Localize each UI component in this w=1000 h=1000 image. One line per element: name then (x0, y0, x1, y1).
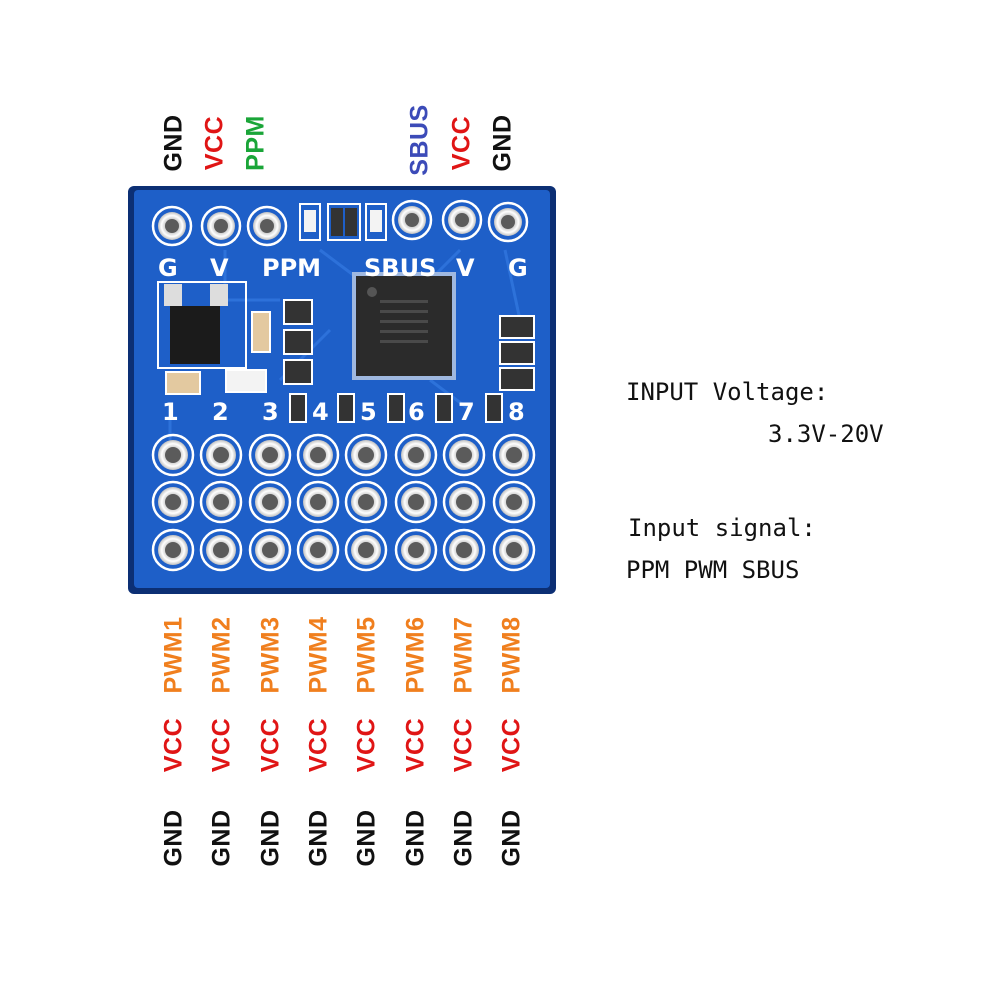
pin-hole (213, 447, 229, 463)
pin-pad-outline (394, 433, 438, 477)
pin-pad-outline (296, 528, 340, 572)
bottom-label-vcc2: VCC (207, 717, 236, 773)
pin-pad-outline (248, 528, 292, 572)
silk-channel-4: 4 (312, 398, 329, 426)
pin-pad-outline (394, 480, 438, 524)
pin-hole (358, 447, 374, 463)
pin-pad-outline (442, 433, 486, 477)
bottom-label-pwm6: PWM6 (401, 616, 430, 694)
silk-channel-3: 3 (262, 398, 279, 426)
pin-pad-outline (296, 433, 340, 477)
pin-hole (262, 494, 278, 510)
pin-hole (262, 447, 278, 463)
bottom-label-vcc7: VCC (449, 717, 478, 773)
pin-pad-outline (296, 480, 340, 524)
pin-hole (408, 447, 424, 463)
bottom-label-gnd3: GND (256, 809, 285, 867)
pin-pad-outline (344, 433, 388, 477)
input-signal-label: Input signal: (628, 514, 816, 542)
bottom-label-vcc3: VCC (256, 717, 285, 773)
silk-ppm: PPM (262, 254, 322, 282)
bottom-label-gnd2: GND (207, 809, 236, 867)
pin-pad-outline (199, 480, 243, 524)
pin-pad-outline (248, 433, 292, 477)
bottom-label-vcc4: VCC (304, 717, 333, 773)
pin-pad-outline (442, 480, 486, 524)
bottom-label-gnd7: GND (449, 809, 478, 867)
pin-pad-outline (394, 528, 438, 572)
pin-pad-outline (442, 528, 486, 572)
bottom-label-pwm5: PWM5 (352, 616, 381, 694)
pin-pad-outline (492, 433, 536, 477)
bottom-label-gnd5: GND (352, 809, 381, 867)
pin-hole (165, 447, 181, 463)
silk-channel-6: 6 (408, 398, 425, 426)
pin-pad-outline (151, 480, 195, 524)
bottom-label-vcc1: VCC (159, 717, 188, 773)
voltage-regulator (157, 281, 247, 369)
pin-pad-outline (151, 528, 195, 572)
silk-v-left: V (210, 254, 229, 282)
mcu-chip (352, 272, 456, 380)
top-pads (151, 199, 529, 247)
bottom-label-gnd1: GND (159, 809, 188, 867)
pin-hole (358, 542, 374, 558)
pin-hole (310, 542, 326, 558)
pin-pad-outline (151, 433, 195, 477)
input-voltage-label: INPUT Voltage: (626, 378, 829, 406)
pin-hole (213, 494, 229, 510)
silk-channel-5: 5 (360, 398, 377, 426)
bottom-label-gnd4: GND (304, 809, 333, 867)
pin-hole (408, 542, 424, 558)
bottom-label-pwm4: PWM4 (304, 616, 333, 694)
pin-hole (213, 542, 229, 558)
pin-header-grid (151, 433, 536, 572)
bottom-label-pwm2: PWM2 (207, 616, 236, 694)
pin-hole (310, 494, 326, 510)
silk-channel-7: 7 (458, 398, 475, 426)
bottom-label-pwm8: PWM8 (497, 616, 526, 694)
silk-channel-8: 8 (508, 398, 525, 426)
input-signal-value: PPM PWM SBUS (626, 556, 800, 584)
passive-components (165, 299, 535, 423)
pin-hole (456, 494, 472, 510)
pin-hole (506, 494, 522, 510)
bottom-label-vcc6: VCC (401, 717, 430, 773)
silk-sbus: SBUS (364, 254, 437, 282)
bottom-label-gnd6: GND (401, 809, 430, 867)
pin-pad-outline (344, 480, 388, 524)
pin-pad-outline (344, 528, 388, 572)
pin-pad-outline (199, 433, 243, 477)
pin-hole (408, 494, 424, 510)
pin-pad-outline (248, 480, 292, 524)
pin-pad-outline (199, 528, 243, 572)
pin-hole (262, 542, 278, 558)
bottom-label-pwm1: PWM1 (159, 616, 188, 694)
bottom-label-vcc8: VCC (497, 717, 526, 773)
silk-g-right: G (508, 254, 528, 282)
pin-pad-outline (492, 480, 536, 524)
bottom-label-vcc5: VCC (352, 717, 381, 773)
pin-hole (506, 542, 522, 558)
pin-hole (310, 447, 326, 463)
bottom-label-pwm7: PWM7 (449, 616, 478, 694)
silk-v-right: V (456, 254, 475, 282)
pin-hole (358, 494, 374, 510)
pin-pad-outline (492, 528, 536, 572)
top-smd-components (299, 203, 387, 241)
silk-channel-1: 1 (162, 398, 179, 426)
pin-hole (456, 447, 472, 463)
pin-hole (165, 494, 181, 510)
pin-hole (165, 542, 181, 558)
input-voltage-value: 3.3V-20V (768, 420, 884, 448)
bottom-label-pwm3: PWM3 (256, 616, 285, 694)
silk-channel-2: 2 (212, 398, 229, 426)
silk-g-left: G (158, 254, 178, 282)
bottom-label-gnd8: GND (497, 809, 526, 867)
pin-hole (456, 542, 472, 558)
pin-hole (506, 447, 522, 463)
